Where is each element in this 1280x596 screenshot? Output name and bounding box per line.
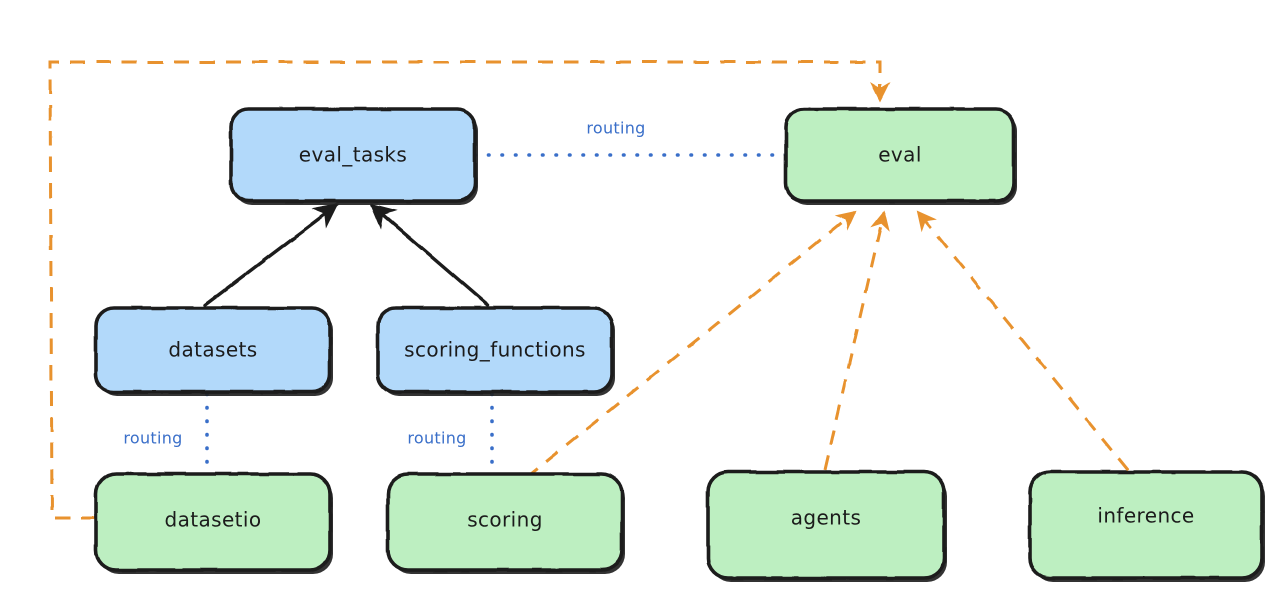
edge-agents-eval: [823, 210, 890, 471]
node-eval-tasks-label: eval_tasks: [299, 143, 407, 167]
node-datasetio-shape: [94, 472, 332, 572]
edge-scoring-eval: [525, 210, 857, 480]
node-scoring-label: scoring: [467, 508, 543, 532]
edge-scoringfunctions-evaltasks: [370, 203, 490, 307]
edge-label-routing-left: routing: [123, 429, 182, 448]
nodes-layer: eval_tasks eval datasets scoring_functio…: [94, 107, 1265, 582]
edge-datasets-evaltasks: [203, 203, 340, 307]
node-datasetio[interactable]: datasetio: [94, 472, 333, 574]
node-scoring-functions-shape: [376, 306, 614, 394]
node-eval[interactable]: eval: [784, 107, 1017, 205]
node-datasets-shape: [94, 306, 332, 394]
node-datasets[interactable]: datasets: [94, 306, 333, 396]
edge-inference-eval: [916, 210, 1130, 471]
node-datasets-label: datasets: [168, 338, 257, 362]
node-inference[interactable]: inference: [1028, 470, 1265, 582]
node-inference-shape: [1028, 470, 1264, 580]
node-eval-tasks[interactable]: eval_tasks: [229, 107, 478, 205]
edge-labels-layer: routing routing routing: [123, 119, 645, 448]
node-scoring[interactable]: scoring: [386, 472, 625, 574]
edge-datasetio-eval: [48, 60, 890, 520]
edge-label-routing-mid: routing: [407, 429, 466, 448]
node-scoring-functions[interactable]: scoring_functions: [376, 306, 615, 396]
edge-label-routing-top: routing: [586, 119, 645, 138]
node-inference-label: inference: [1097, 504, 1194, 528]
node-eval-tasks-shape: [229, 107, 477, 203]
node-eval-label: eval: [878, 143, 922, 167]
node-agents[interactable]: agents: [706, 470, 947, 582]
node-agents-label: agents: [791, 506, 862, 530]
node-scoring-functions-label: scoring_functions: [404, 338, 586, 362]
node-agents-shape: [706, 470, 946, 580]
node-datasetio-label: datasetio: [164, 508, 261, 532]
node-scoring-shape: [386, 472, 624, 572]
edges-layer: [48, 60, 1130, 520]
node-eval-shape: [784, 107, 1016, 203]
